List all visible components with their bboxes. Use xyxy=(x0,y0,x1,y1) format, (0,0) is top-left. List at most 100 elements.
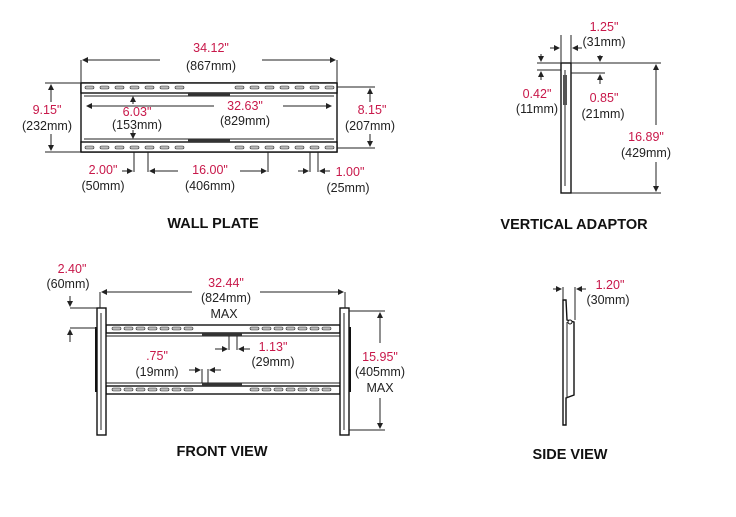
vertical-adaptor-title: VERTICAL ADAPTOR xyxy=(500,217,648,233)
mounting-slot xyxy=(309,326,320,331)
mounting-slot xyxy=(99,145,110,150)
wall-plate-width-in: 34.12" xyxy=(193,41,229,55)
mounting-slot xyxy=(249,387,260,392)
front-top-offset-mm: (60mm) xyxy=(46,277,89,291)
side-view-title: SIDE VIEW xyxy=(533,447,608,463)
mounting-slot xyxy=(99,85,110,90)
mounting-slot xyxy=(114,85,125,90)
wall-plate-inner-width-mm: (829mm) xyxy=(220,114,270,128)
mounting-slot xyxy=(144,85,155,90)
wall-plate-rail-gap-mm: (153mm) xyxy=(112,118,162,132)
slot-small-in: 1.00" xyxy=(336,165,365,179)
mounting-slot xyxy=(123,387,134,392)
mounting-slot xyxy=(285,326,296,331)
mounting-slot xyxy=(159,387,170,392)
mounting-slot xyxy=(324,145,335,150)
front-height-mm: (405mm) xyxy=(355,365,405,379)
front-shift-b-in: .75" xyxy=(146,349,168,363)
mounting-slot xyxy=(273,387,284,392)
mounting-slot xyxy=(129,145,140,150)
mounting-slot xyxy=(174,145,185,150)
mounting-slot xyxy=(111,326,122,331)
slot-spacing-in: 16.00" xyxy=(192,163,228,177)
front-height-max: MAX xyxy=(366,381,394,395)
mounting-slot xyxy=(234,145,245,150)
mounting-slot xyxy=(264,145,275,150)
mounting-slot xyxy=(273,326,284,331)
front-width-mm: (824mm) xyxy=(201,291,251,305)
side-depth-mm: (30mm) xyxy=(586,293,629,307)
mounting-slot xyxy=(309,85,320,90)
mounting-slot xyxy=(285,387,296,392)
wall-plate-height-in: 9.15" xyxy=(33,103,62,117)
mounting-slot xyxy=(309,387,320,392)
mounting-slot xyxy=(159,326,170,331)
adaptor-width-in: 1.25" xyxy=(590,20,619,34)
front-top-offset-in: 2.40" xyxy=(58,262,87,276)
mounting-slot xyxy=(321,326,332,331)
mounting-slot xyxy=(129,85,140,90)
slot-small-mm: (25mm) xyxy=(326,181,369,195)
mounting-slot xyxy=(171,326,182,331)
wall-plate-title: WALL PLATE xyxy=(167,216,259,232)
front-view-title: FRONT VIEW xyxy=(176,444,267,460)
front-shift-a-in: 1.13" xyxy=(259,340,288,354)
slot-width-mm: (50mm) xyxy=(81,179,124,193)
adaptor-offset-b-in: 0.85" xyxy=(590,91,619,105)
vertical-adaptor-drawing xyxy=(537,35,661,194)
mounting-slot xyxy=(249,85,260,90)
front-width-in: 32.44" xyxy=(208,276,244,290)
side-view-drawing xyxy=(553,286,586,426)
mounting-slot xyxy=(144,145,155,150)
adaptor-offset-b-mm: (21mm) xyxy=(581,107,624,121)
adaptor-offset-a-mm: (11mm) xyxy=(516,102,558,116)
mounting-slot xyxy=(261,387,272,392)
mounting-slot xyxy=(249,145,260,150)
mounting-slot xyxy=(309,145,320,150)
wall-plate-height-mm: (232mm) xyxy=(22,119,72,133)
wall-plate-inner-height-mm: (207mm) xyxy=(345,119,395,133)
front-shift-b-mm: (19mm) xyxy=(135,365,178,379)
mounting-slot xyxy=(249,326,260,331)
front-shift-a-mm: (29mm) xyxy=(251,355,294,369)
mounting-slot xyxy=(171,387,182,392)
mounting-slot xyxy=(294,145,305,150)
mounting-slot xyxy=(297,326,308,331)
mounting-slot xyxy=(111,387,122,392)
adaptor-offset-a-in: 0.42" xyxy=(523,87,552,101)
mounting-slot xyxy=(279,85,290,90)
mounting-slot xyxy=(294,85,305,90)
mounting-slot xyxy=(183,326,194,331)
wall-plate-inner-height-in: 8.15" xyxy=(358,103,387,117)
front-view-drawing xyxy=(67,289,385,436)
adaptor-length-in: 16.89" xyxy=(628,130,664,144)
side-depth-in: 1.20" xyxy=(596,278,625,292)
mounting-slot xyxy=(114,145,125,150)
mounting-slot xyxy=(264,85,275,90)
mounting-slot xyxy=(321,387,332,392)
mounting-slot xyxy=(135,326,146,331)
mounting-slot xyxy=(297,387,308,392)
mounting-slot xyxy=(174,85,185,90)
wall-plate-inner-width-in: 32.63" xyxy=(227,99,263,113)
adaptor-width-mm: (31mm) xyxy=(582,35,625,49)
mounting-slot xyxy=(261,326,272,331)
mounting-slot xyxy=(234,85,245,90)
wall-plate-rail-gap-in: 6.03" xyxy=(123,105,152,119)
mounting-slot xyxy=(135,387,146,392)
mounting-slot xyxy=(147,326,158,331)
slot-width-in: 2.00" xyxy=(89,163,118,177)
mounting-slot xyxy=(84,85,95,90)
front-height-in: 15.95" xyxy=(362,350,398,364)
front-width-max: MAX xyxy=(210,307,238,321)
mounting-slot xyxy=(159,85,170,90)
mounting-slot xyxy=(84,145,95,150)
slot-spacing-mm: (406mm) xyxy=(185,179,235,193)
mounting-slot xyxy=(147,387,158,392)
mounting-slot xyxy=(123,326,134,331)
mounting-slot xyxy=(324,85,335,90)
mounting-slot xyxy=(279,145,290,150)
mounting-slot xyxy=(159,145,170,150)
